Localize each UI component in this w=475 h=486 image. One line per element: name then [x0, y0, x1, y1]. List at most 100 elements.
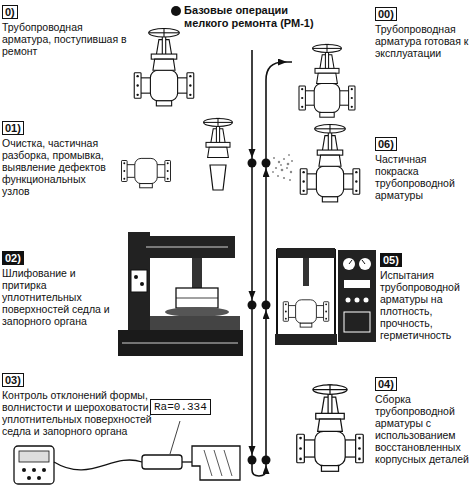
step-text: Частичная покраска трубопроводной армату… [375, 153, 473, 201]
paint-spray [273, 157, 275, 159]
flow-connector [265, 163, 267, 305]
test-stand [355, 298, 360, 303]
step-number: 02) [2, 251, 24, 265]
process-step: 05) Испытания трубопроводной арматуры на … [266, 224, 475, 364]
valve-bonnet-part [204, 118, 233, 157]
test-stand [359, 258, 371, 270]
gate-wedge-part [210, 165, 226, 190]
test-stand [283, 300, 329, 327]
valve-ready [299, 84, 355, 118]
title-bullet [171, 6, 181, 16]
valve-painted [300, 166, 360, 202]
valve-painted [315, 125, 346, 167]
paint-spray [288, 154, 290, 156]
process-step: 03)Контроль отклонений формы, волнистост… [0, 364, 252, 486]
flow-connector [266, 62, 292, 163]
lapping-machine [122, 343, 238, 344]
step-number: 04) [375, 377, 397, 391]
step-text-area: 06)Частичная покраска трубопроводной арм… [375, 134, 473, 201]
roughness-gauge [27, 476, 31, 480]
lapping-machine [150, 316, 240, 330]
valve-assembled [313, 385, 347, 432]
gate-wedge-part [210, 165, 226, 190]
valve-painted [300, 125, 360, 202]
paint-spray [287, 163, 290, 166]
test-stand [344, 280, 370, 288]
step-number: 03) [2, 373, 24, 387]
lapping-machine [176, 298, 218, 299]
lapping-machine [146, 247, 228, 248]
test-stand [277, 248, 335, 258]
paint-spray [290, 171, 292, 173]
test-stand [275, 334, 337, 345]
lapping-machine [165, 307, 229, 317]
valve-incoming [149, 29, 180, 71]
step-text-area: 0) Трубопроводная арматура, поступившая в… [2, 2, 130, 57]
stage-dot [262, 301, 271, 310]
stage-dot [248, 456, 257, 465]
step-number: 01) [2, 121, 24, 135]
paint-spray [275, 167, 277, 169]
step-text: Трубопроводная арматура готовая к эксплу… [375, 23, 473, 59]
step-number: 05) [380, 253, 402, 267]
paint-spray [289, 179, 291, 181]
test-stand [275, 248, 376, 345]
roughness-gauge [204, 450, 232, 476]
diagram-title: Базовые операции мелкого ремонта (РМ-1) [184, 4, 334, 29]
step-text: Сборка трубопроводной арматуры с использ… [375, 393, 473, 465]
flow-connector [251, 163, 253, 305]
lapping-machine [140, 282, 144, 286]
valve-bonnet-part [204, 118, 233, 157]
roughness-gauge [37, 476, 41, 480]
roughness-gauge [42, 468, 46, 472]
test-stand [364, 298, 369, 303]
step-text: Трубопроводная арматура, поступившая в р… [2, 21, 130, 57]
process-step: 04) Сборка трубопроводной арматуры с испо… [266, 364, 475, 486]
test-stand [362, 260, 365, 264]
display-readout: Ra=0.334 [150, 399, 211, 415]
test-stand [349, 260, 352, 264]
step-number: 00) [375, 7, 397, 21]
valve-ready [299, 44, 355, 117]
valve-incoming [134, 29, 194, 106]
stage-dot [262, 159, 271, 168]
paint-spray [283, 158, 285, 160]
test-stand [346, 298, 351, 303]
roughness-gauge [182, 461, 192, 462]
roughness-gauge [192, 446, 240, 480]
test-stand [277, 250, 335, 342]
step-text-area: 02) Шлифование и притирка уплотнительных … [2, 248, 114, 327]
test-stand [283, 300, 329, 327]
paint-spray [280, 164, 282, 166]
step-text-area: 05) Испытания трубопроводной арматуры на … [380, 250, 473, 341]
test-stand [344, 312, 370, 332]
paint-spray [272, 154, 293, 181]
paint-spray [272, 171, 274, 173]
test-stand [343, 258, 355, 270]
roughness-gauge [19, 451, 49, 462]
stage-dot [248, 301, 257, 310]
step-text: Очистка, частичная разборка, промывка, в… [2, 137, 112, 197]
step-text: Испытания трубопроводной арматуры на пло… [380, 269, 473, 341]
paint-spray [283, 177, 285, 179]
lapping-machine [176, 288, 218, 308]
lapping-machine [131, 270, 147, 292]
step-text: Шлифование и притирка уплотнительных пов… [2, 267, 114, 327]
lapping-machine [140, 236, 235, 258]
roughness-gauge [54, 460, 142, 470]
paint-spray [286, 167, 288, 169]
flow-connector [265, 305, 267, 460]
flow-connector [251, 305, 253, 460]
roughness-gauge [142, 455, 182, 469]
process-step: 00) Трубопроводная арматура готовая к экс… [292, 0, 475, 112]
paint-spray [277, 175, 279, 177]
flow-connector [252, 460, 266, 476]
roughness-gauge [170, 421, 180, 454]
lapping-machine [118, 232, 243, 356]
valve-assembled [297, 385, 364, 471]
step-number: 0) [2, 5, 18, 19]
test-stand [338, 250, 376, 342]
step-text-area: 01) Очистка, частичная разборка, промывка… [2, 118, 112, 197]
process-step: 02) Шлифование и притирка уплотнительных … [0, 224, 252, 364]
